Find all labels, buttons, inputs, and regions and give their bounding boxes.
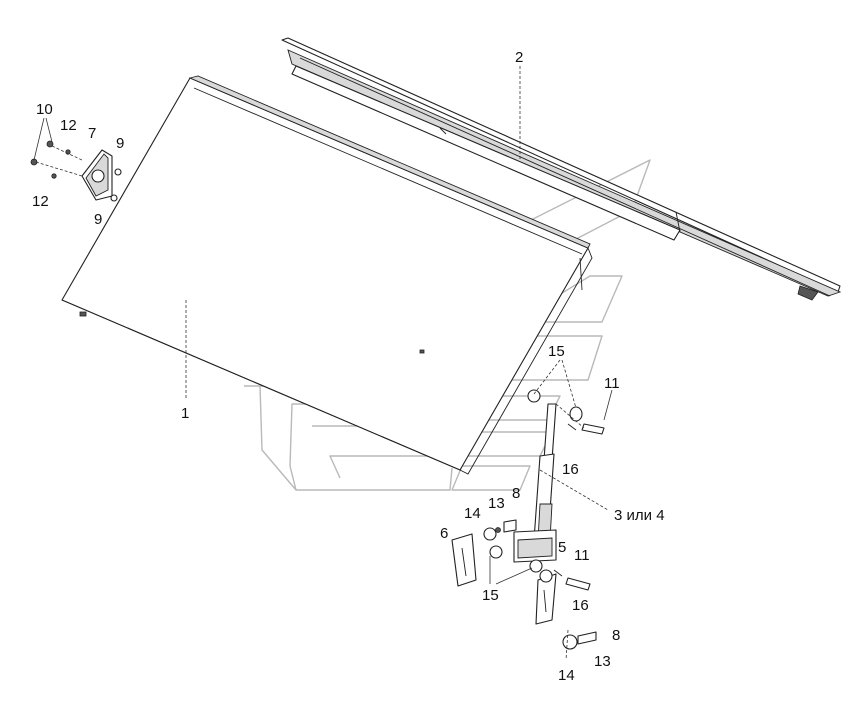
callout-leaders <box>33 66 613 661</box>
callout-1: 1 <box>181 405 189 422</box>
callout-3-or-4: 3 или 4 <box>614 507 665 524</box>
callout-12-lower: 12 <box>32 193 49 210</box>
callout-12-upper: 12 <box>60 117 77 134</box>
callout-13-upper: 13 <box>488 495 505 512</box>
part-2-rail <box>281 37 842 301</box>
callout-7: 7 <box>88 125 96 142</box>
callout-15-lower: 15 <box>482 587 499 604</box>
callout-labels: 1 2 3 или 4 5 6 7 8 8 9 9 10 11 11 12 12… <box>32 49 665 684</box>
callout-2: 2 <box>515 49 523 66</box>
callout-13-lower: 13 <box>594 653 611 670</box>
callout-9-upper: 9 <box>116 135 124 152</box>
callout-16-lower: 16 <box>572 597 589 614</box>
callout-8-lower: 8 <box>612 627 620 644</box>
callout-10: 10 <box>36 101 53 118</box>
callout-16-upper: 16 <box>562 461 579 478</box>
callout-15-upper: 15 <box>548 343 565 360</box>
callout-11-lower: 11 <box>574 547 590 564</box>
part-7-hinge-plate-assembly <box>30 140 122 202</box>
callout-5: 5 <box>558 539 566 556</box>
hinge-assembly <box>451 389 609 650</box>
callout-11-upper: 11 <box>604 375 620 392</box>
callout-6: 6 <box>440 525 448 542</box>
callout-9-lower: 9 <box>94 211 102 228</box>
callout-14-upper: 14 <box>464 505 481 522</box>
callout-14-lower: 14 <box>558 667 575 684</box>
callout-8-upper: 8 <box>512 485 520 502</box>
part-1-panel <box>61 75 593 475</box>
